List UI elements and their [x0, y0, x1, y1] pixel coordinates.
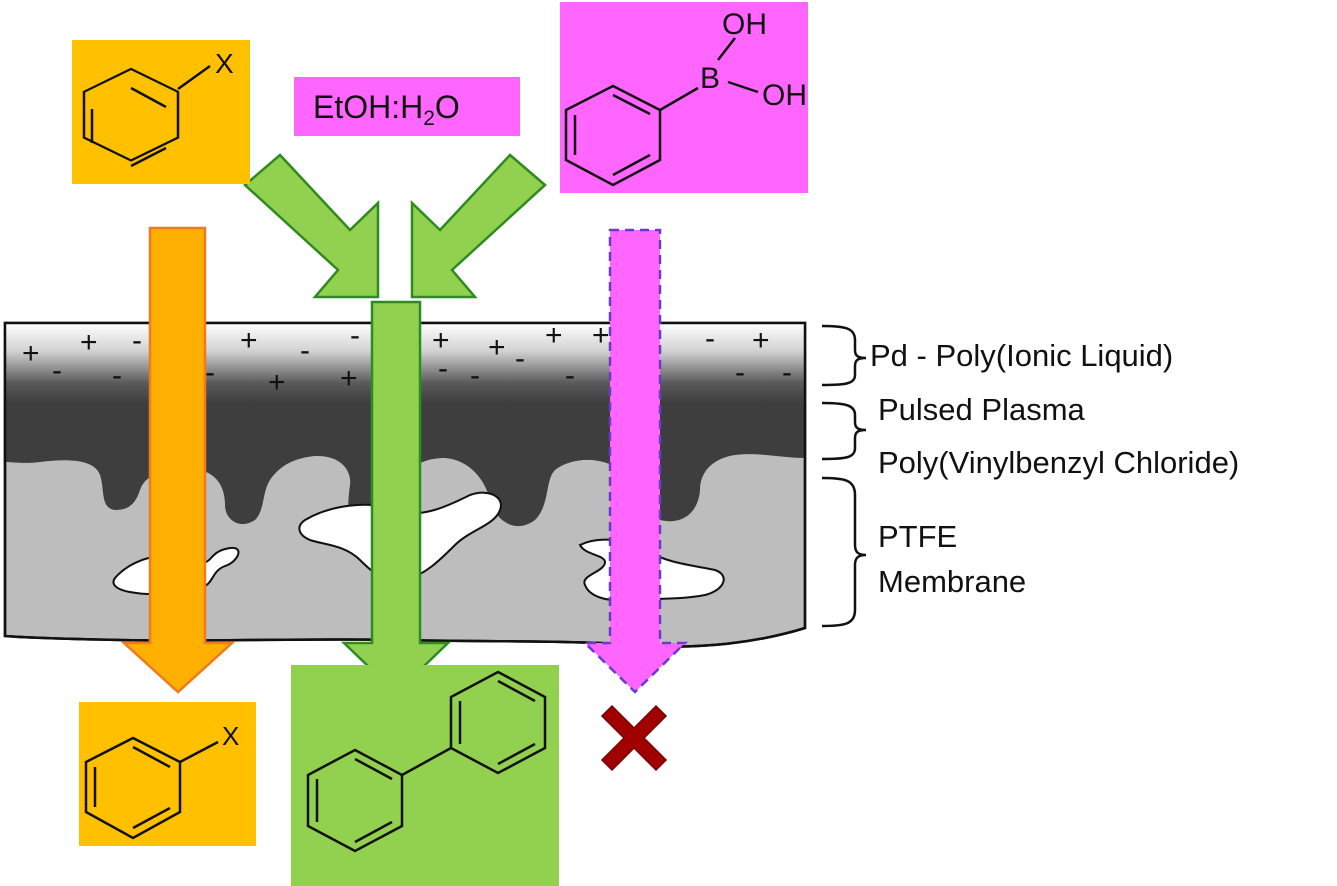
solvent-arrow-left	[243, 153, 380, 299]
charge-minus: -	[205, 356, 215, 389]
boron-atom: B	[700, 62, 720, 95]
solvent-arrow-right	[410, 153, 547, 299]
charge-plus: +	[592, 319, 610, 352]
aryl-halide-arrow	[120, 226, 236, 694]
charge-plus: +	[432, 324, 450, 357]
charge-plus: +	[752, 324, 770, 357]
layer-label-ionic-liquid: Pd - Poly(Ionic Liquid)	[870, 338, 1173, 373]
charge-minus: -	[515, 342, 525, 375]
benzene-ring-icon	[564, 37, 759, 187]
charge-plus: +	[22, 337, 40, 370]
charge-minus: -	[350, 319, 360, 352]
cross-icon	[600, 704, 668, 772]
hydroxyl-top: OH	[722, 8, 767, 41]
charge-plus: +	[240, 324, 258, 357]
charge-plus: +	[488, 331, 506, 364]
charge-minus: -	[438, 352, 448, 385]
layer-labels: Pd - Poly(Ionic Liquid) Pulsed Plasma Po…	[870, 338, 1239, 599]
aryl-halide-x: X	[215, 48, 234, 79]
bracket-plasma-polymer	[821, 401, 867, 461]
charges: +-+--++-+-+--+-+-+--+-+--	[22, 319, 792, 399]
charge-plus: +	[80, 326, 98, 359]
charge-minus: -	[300, 334, 310, 367]
hydroxyl-right: OH	[762, 79, 807, 112]
aryl-halide-box	[72, 40, 250, 184]
charge-minus: -	[705, 322, 715, 355]
layer-label-plasma-line1: Pulsed Plasma	[878, 392, 1086, 427]
charge-minus: -	[782, 356, 792, 389]
benzene-ring-icon	[82, 64, 211, 168]
layer-label-ptfe-line2: Membrane	[878, 564, 1026, 599]
biphenyl-product	[291, 665, 559, 886]
solvent-label: EtOH:H2O	[313, 89, 460, 130]
aryl-halide-product-x: X	[222, 721, 239, 751]
solvent-box	[294, 77, 520, 136]
layer-brackets	[821, 324, 867, 628]
aryl-halide-product: X	[79, 702, 256, 846]
layer-label-ptfe-line1: PTFE	[878, 519, 957, 554]
charge-minus: -	[52, 354, 62, 387]
aryl-halide-reagent: X	[72, 40, 250, 184]
charge-plus: +	[268, 366, 286, 399]
charge-plus: +	[340, 362, 358, 395]
solvent-reagent: EtOH:H2O	[294, 77, 520, 136]
bracket-ptfe	[821, 476, 867, 628]
charge-minus: -	[735, 356, 745, 389]
charge-plus: +	[545, 319, 563, 352]
charge-minus: -	[470, 359, 480, 392]
biphenyl-box	[291, 665, 559, 886]
bracket-ionic-liquid	[821, 324, 867, 387]
layer-label-plasma-line2: Poly(Vinylbenzyl Chloride)	[878, 445, 1239, 480]
charge-minus: -	[112, 359, 122, 392]
boronic-acid-reagent: B OH OH	[560, 2, 808, 193]
boronic-acid-arrow	[581, 228, 689, 694]
charge-minus: -	[565, 359, 575, 392]
charge-minus: -	[132, 324, 142, 357]
biphenyl-icon	[306, 670, 547, 853]
benzene-ring-icon	[84, 736, 219, 840]
aryl-halide-product-box	[79, 702, 256, 846]
